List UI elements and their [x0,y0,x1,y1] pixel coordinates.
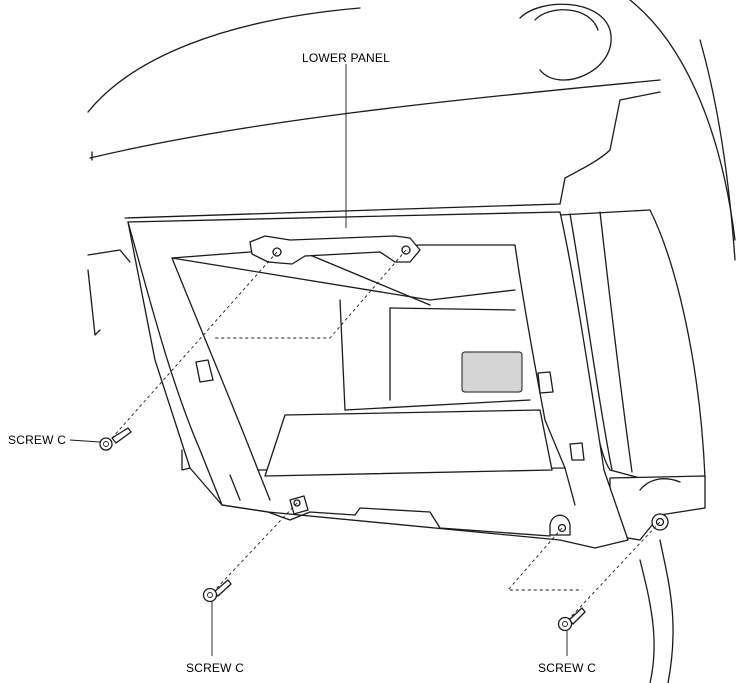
lower-panel-body [127,211,629,549]
screw-paths [111,249,661,621]
dashboard-outline [87,0,736,683]
label-leaders [69,439,568,656]
screw-c-bottom-right [557,607,586,632]
screw-c-left [99,427,132,451]
lower-panel-label: LOWER PANEL [302,51,390,65]
screw-c-bottom-left-label: SCREW C [186,661,244,675]
side-trim-panel [559,209,706,541]
screw-c-bottom-right-label: SCREW C [538,661,596,675]
screw-c-bottom-left [202,579,232,603]
screw-c-left-label: SCREW C [8,433,66,447]
label-plate [461,351,523,393]
